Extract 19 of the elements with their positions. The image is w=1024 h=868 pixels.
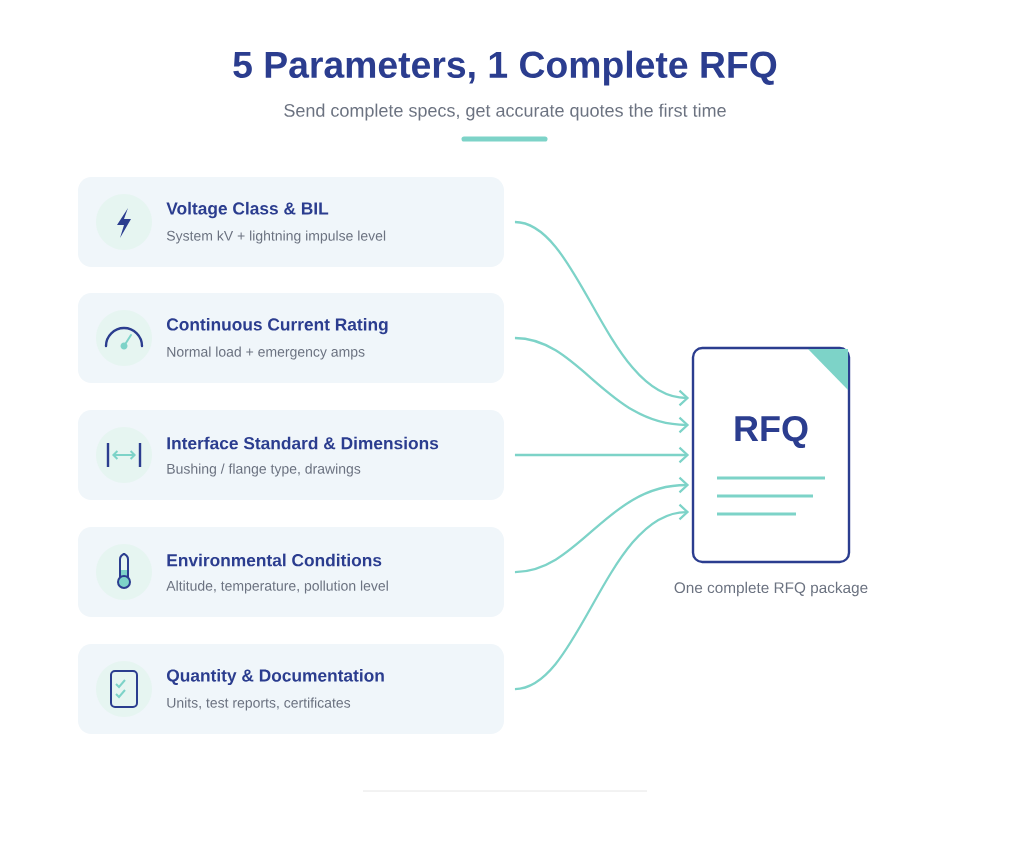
card-description: Bushing / flange type, drawings <box>167 463 361 477</box>
subtitle: Send complete specs, get accurate quotes the first time <box>284 103 726 121</box>
document-title: RFQ <box>735 415 808 449</box>
card-description: Altitude, temperature, pollution level <box>166 580 388 594</box>
card-heading: Quantity & Documentation <box>167 668 384 686</box>
card-heading: Continuous Current Rating <box>167 317 388 335</box>
title: 5 Parameters, 1 Complete RFQ <box>233 50 777 86</box>
arrow <box>514 336 690 434</box>
card-description: Normal load + emergency amps <box>167 346 365 360</box>
card-heading: Environmental Conditions <box>167 553 382 567</box>
document-caption: One complete RFQ package <box>674 581 868 597</box>
card-description: System kV + lightning impulse level <box>166 230 386 244</box>
card-heading: Voltage Class & BIL <box>166 201 329 219</box>
arrow <box>514 476 690 574</box>
arrow <box>514 446 690 464</box>
arrow <box>514 220 690 407</box>
card-description: Units, test reports, certificates <box>167 697 351 711</box>
arrow <box>514 503 690 691</box>
card-heading: Interface Standard & Dimensions <box>167 436 439 450</box>
